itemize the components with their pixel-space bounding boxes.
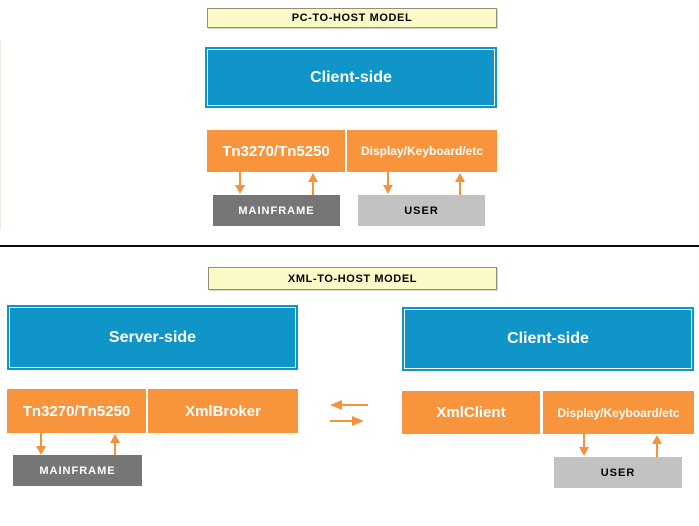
xml-client-box: XmlClient xyxy=(402,391,540,434)
xml-client-side-box: Client-side xyxy=(402,307,694,371)
right-arrow-icon xyxy=(330,415,364,427)
xml-mainframe-box: MAINFRAME xyxy=(13,455,142,486)
pc-model-title: PC-TO-HOST MODEL xyxy=(207,8,497,28)
left-edge-line xyxy=(0,40,1,230)
xml-user-box: USER xyxy=(554,457,682,488)
pc-mainframe-box: MAINFRAME xyxy=(213,195,340,226)
section-divider xyxy=(0,245,699,247)
pc-tn3270-box: Tn3270/Tn5250 xyxy=(207,130,345,172)
down-arrow-icon xyxy=(35,433,47,455)
xml-model-title: XML-TO-HOST MODEL xyxy=(208,267,497,290)
left-arrow-icon xyxy=(330,399,368,411)
up-arrow-icon xyxy=(109,434,121,456)
up-arrow-icon xyxy=(307,173,319,195)
down-arrow-icon xyxy=(234,172,246,194)
up-arrow-icon xyxy=(651,435,663,457)
pc-display-keyboard-box: Display/Keyboard/etc xyxy=(347,130,497,172)
pc-client-side-box: Client-side xyxy=(205,47,497,108)
xml-server-side-box: Server-side xyxy=(7,305,298,370)
down-arrow-icon xyxy=(382,172,394,194)
xml-tn3270-box: Tn3270/Tn5250 xyxy=(7,389,146,433)
up-arrow-icon xyxy=(454,173,466,195)
xml-broker-box: XmlBroker xyxy=(148,389,298,433)
down-arrow-icon xyxy=(578,434,590,456)
xml-display-keyboard-box: Display/Keyboard/etc xyxy=(543,391,694,434)
pc-user-box: USER xyxy=(358,195,485,226)
